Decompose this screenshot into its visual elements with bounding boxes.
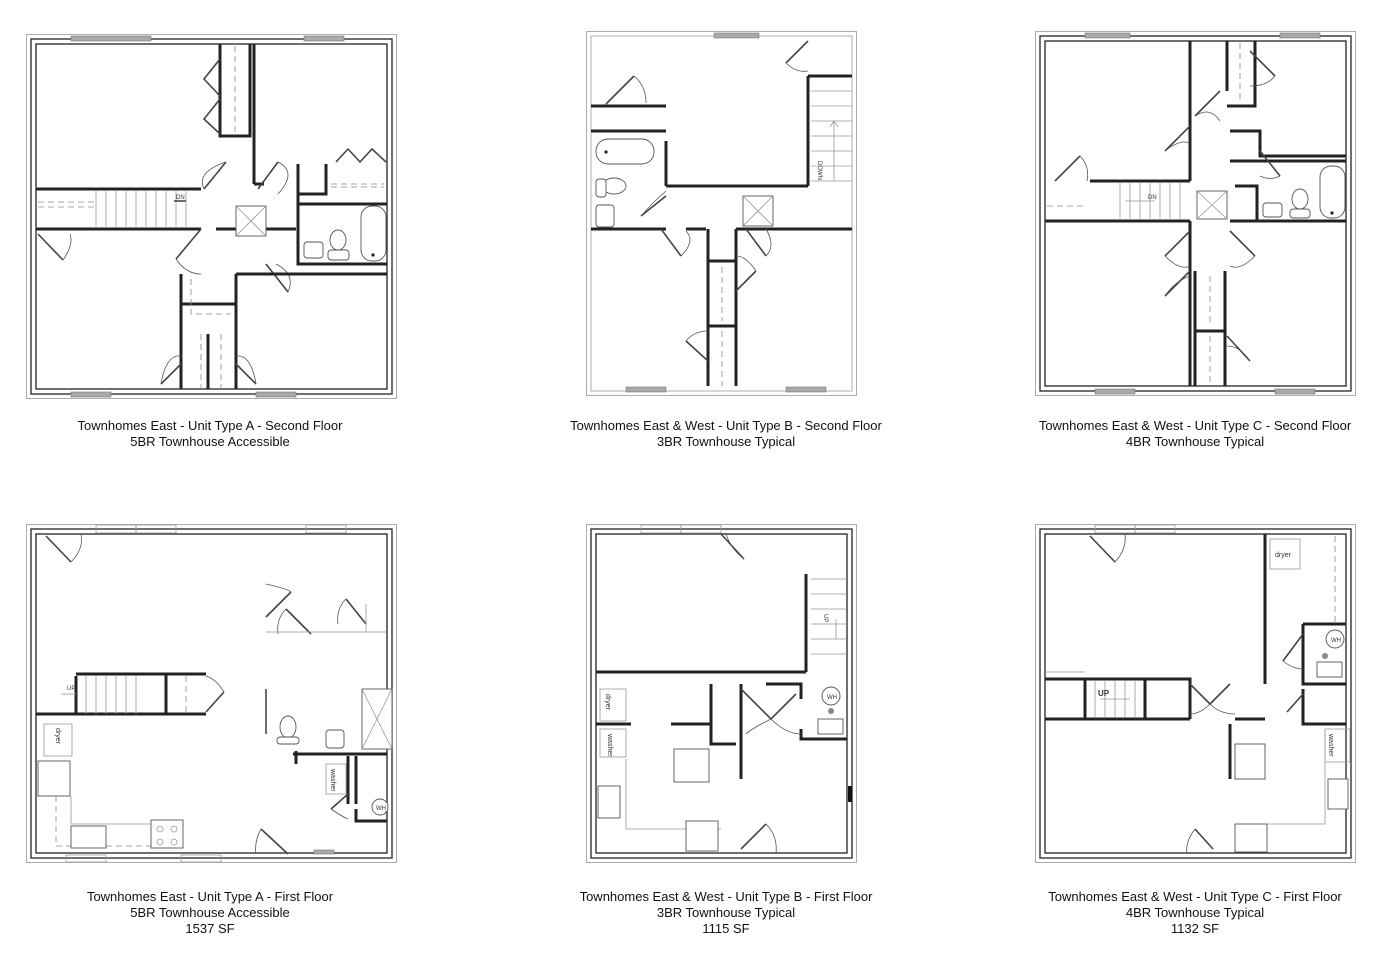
plan-area: 1537 SF <box>185 921 235 936</box>
svg-text:UP: UP <box>822 614 828 622</box>
shower-icon <box>361 688 393 750</box>
floor-plan-b-second: DOWN <box>586 31 858 397</box>
plan-title: Townhomes East & West - Unit Type B - Fi… <box>579 889 873 904</box>
water-heater-icon: WH <box>821 686 841 706</box>
svg-text:DOWN: DOWN <box>816 161 822 180</box>
water-heater-icon: WH <box>1325 629 1345 649</box>
stair-icon: DN <box>38 191 187 227</box>
svg-text:UP: UP <box>67 686 75 692</box>
skylight-icon <box>1196 190 1228 220</box>
floor-plan-b-first: UP WH dryer washer <box>586 524 858 864</box>
plan-subtitle: 3BR Townhouse Typical <box>656 905 796 920</box>
floor-plan-a-second: DN <box>26 34 398 400</box>
svg-text:dryer: dryer <box>1275 552 1292 559</box>
plan-caption-b-second: Townhomes East & West - Unit Type B - Se… <box>540 418 912 450</box>
stair-icon: DN <box>1047 183 1181 219</box>
plan-title: Townhomes East & West - Unit Type C - Se… <box>1038 418 1352 433</box>
plan-title: Townhomes East - Unit Type A - Second Fl… <box>77 418 343 433</box>
plan-subtitle: 3BR Townhouse Typical <box>656 434 796 449</box>
plan-caption-b-first: Townhomes East & West - Unit Type B - Fi… <box>540 889 912 937</box>
skylight-icon <box>742 195 774 227</box>
svg-text:UP: UP <box>1098 689 1110 698</box>
svg-text:WH: WH <box>827 695 837 701</box>
svg-text:dryer: dryer <box>604 694 611 711</box>
svg-text:washer: washer <box>1327 733 1334 757</box>
svg-text:dryer: dryer <box>54 728 61 745</box>
svg-text:washer: washer <box>329 768 336 792</box>
plan-caption-a-first: Townhomes East - Unit Type A - First Flo… <box>20 889 400 937</box>
plan-caption-c-first: Townhomes East & West - Unit Type C - Fi… <box>1010 889 1380 937</box>
plan-caption-a-second: Townhomes East - Unit Type A - Second Fl… <box>20 418 400 450</box>
stair-icon: DOWN <box>806 74 852 186</box>
plan-title: Townhomes East & West - Unit Type B - Se… <box>570 418 882 433</box>
plan-subtitle: 4BR Townhouse Typical <box>1125 434 1265 449</box>
svg-text:washer: washer <box>606 733 613 757</box>
plan-title: Townhomes East & West - Unit Type C - Fi… <box>1048 889 1342 904</box>
svg-text:WH: WH <box>376 806 386 812</box>
plan-subtitle: 5BR Townhouse Accessible <box>130 434 290 449</box>
plan-subtitle: 4BR Townhouse Typical <box>1125 905 1265 920</box>
svg-text:DN: DN <box>176 195 185 201</box>
plan-caption-c-second: Townhomes East & West - Unit Type C - Se… <box>1010 418 1380 450</box>
floor-plan-c-first: dryer UP WH washer <box>1035 524 1357 864</box>
stair-icon: UP <box>596 574 847 674</box>
skylight-icon <box>235 205 267 237</box>
svg-text:WH: WH <box>1331 638 1341 644</box>
svg-text:DN: DN <box>1148 195 1157 201</box>
plan-area: 1132 SF <box>1170 921 1220 936</box>
floor-plan-a-first: UP dryer washer WH <box>26 524 398 864</box>
stair-icon: UP <box>36 672 206 716</box>
floor-plan-c-second: DN <box>1035 31 1357 397</box>
stair-icon: UP <box>1045 671 1192 719</box>
plan-area: 1115 SF <box>702 921 750 936</box>
water-heater-icon: WH <box>371 798 389 816</box>
plan-title: Townhomes East - Unit Type A - First Flo… <box>86 889 334 904</box>
plan-subtitle: 5BR Townhouse Accessible <box>130 905 290 920</box>
